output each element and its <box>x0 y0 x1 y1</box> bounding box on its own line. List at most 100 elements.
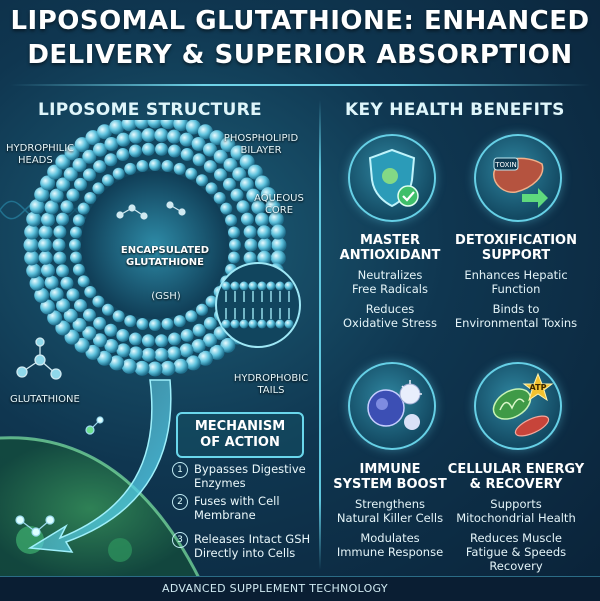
phospholipid-head <box>29 199 45 215</box>
label-line: AQUEOUS <box>254 193 304 204</box>
phospholipid-head <box>116 148 130 162</box>
phospholipid-head <box>243 251 257 265</box>
phospholipid-head <box>128 144 142 158</box>
label-line: HEADS <box>18 155 53 166</box>
phospholipid-head <box>141 142 155 156</box>
phospholipid-head <box>74 299 88 313</box>
phospholipid-head <box>55 320 71 336</box>
phospholipid-head <box>97 350 113 366</box>
phospholipid-head <box>205 182 218 195</box>
label-encapsulated-glutathione: ENCAPSULATED GLUTATHIONE <box>118 245 212 269</box>
step-number: 1 <box>172 462 188 478</box>
benefit-text-antioxidant: Neutralizes Free Radicals Reduces Oxidat… <box>320 268 460 330</box>
benefit-text-detox: Enhances Hepatic Function Binds to Envir… <box>446 268 586 330</box>
phospholipid-head <box>134 120 150 130</box>
phospholipid-head <box>221 281 231 291</box>
phospholipid-head <box>38 250 53 265</box>
text-line: Function <box>491 282 541 296</box>
phospholipid-head <box>124 162 137 175</box>
step-text: Bypasses Digestive Enzymes <box>194 462 306 490</box>
phospholipid-head <box>155 142 169 156</box>
immune-cells-icon <box>348 362 436 450</box>
phospholipid-head <box>284 319 294 329</box>
phospholipid-head <box>185 310 198 323</box>
benefits-heading: KEY HEALTH BENEFITS <box>345 100 565 120</box>
phospholipid-head <box>239 281 249 291</box>
phospholipid-head <box>223 157 238 172</box>
label-phospholipid-bilayer: PHOSPHOLIPID BILAYER <box>216 133 306 157</box>
text-line: Immune Response <box>336 545 444 559</box>
phospholipid-head <box>26 263 42 279</box>
phospholipid-head <box>66 188 80 202</box>
phospholipid-head <box>92 182 105 195</box>
phospholipid-head <box>40 299 56 315</box>
phospholipid-head <box>191 136 206 151</box>
label-hydrophobic-tails: HYDROPHOBIC TAILS <box>226 373 316 397</box>
phospholipid-head <box>92 295 105 308</box>
phospholipid-head <box>213 149 228 164</box>
step-text: Fuses with Cell Membrane <box>194 494 280 522</box>
phospholipid-head <box>69 239 81 251</box>
text-line: Modulates <box>360 531 420 545</box>
label-line: HYDROPHILIC <box>6 143 75 154</box>
phospholipid-head <box>23 237 39 253</box>
phospholipid-head <box>40 175 56 191</box>
phospholipid-head <box>64 145 80 161</box>
phospholipid-head <box>64 329 80 345</box>
phospholipid-head <box>239 177 254 192</box>
label-line: PHOSPHOLIPID <box>223 133 299 144</box>
text-line: Fatigue & Speeds <box>465 545 567 559</box>
phospholipid-head <box>53 225 67 239</box>
phospholipid-head <box>72 214 85 227</box>
molecule-cluster-icon <box>15 416 104 537</box>
phospholipid-head <box>167 346 182 361</box>
label-line: GLUTATHIONE <box>126 257 204 268</box>
phospholipid-head <box>77 202 90 215</box>
phospholipid-head <box>141 334 155 348</box>
text-line: Free Radicals <box>352 282 428 296</box>
label-hydrophilic-heads: HYDROPHILIC HEADS <box>6 143 106 167</box>
phospholipid-head <box>275 281 285 291</box>
phospholipid-head <box>44 200 59 215</box>
text-line: Reduces Muscle <box>470 531 562 545</box>
phospholipid-head <box>124 315 137 328</box>
phospholipid-head <box>109 120 125 135</box>
phospholipid-head <box>180 328 194 342</box>
phospholipid-head <box>72 157 87 172</box>
phospholipid-head <box>220 137 236 153</box>
phospholipid-head <box>74 337 90 353</box>
phospholipid-head <box>128 346 143 361</box>
phospholipid-head <box>247 164 263 180</box>
phospholipid-head <box>24 224 40 240</box>
phospholipid-head <box>52 238 66 252</box>
phospholipid-head <box>116 328 130 342</box>
phospholipid-head <box>82 326 97 341</box>
phospholipid-head <box>221 319 231 329</box>
phospholipid-head <box>93 316 107 330</box>
phospholipid-head <box>197 124 213 140</box>
title-line-2: DELIVERY & SUPERIOR ABSORPTION <box>27 40 573 70</box>
phospholipid-head <box>230 281 240 291</box>
benefit-title-detox: DETOXIFICATION SUPPORT <box>446 233 586 263</box>
phospholipid-head <box>168 332 182 346</box>
phospholipid-head <box>84 286 97 299</box>
phospholipid-head <box>268 211 284 227</box>
phospholipid-head <box>248 319 258 329</box>
phospholipid-head <box>255 212 270 227</box>
phospholipid-head <box>197 350 213 366</box>
phospholipid-head <box>229 239 241 251</box>
phospholipid-head <box>72 263 85 276</box>
text-line: Recovery <box>489 559 543 573</box>
phospholipid-head <box>275 319 285 329</box>
phospholipid-head <box>260 187 276 203</box>
phospholipid-head <box>147 361 163 377</box>
phospholipid-head <box>29 275 45 291</box>
phospholipid-head <box>93 333 107 348</box>
phospholipid-head <box>141 347 156 362</box>
delivery-arrow <box>27 379 172 553</box>
phospholipid-head <box>69 251 82 264</box>
phospholipid-head <box>192 153 206 167</box>
phospholipid-head <box>266 319 276 329</box>
step-number: 3 <box>172 532 188 548</box>
phospholipid-head <box>109 355 125 371</box>
